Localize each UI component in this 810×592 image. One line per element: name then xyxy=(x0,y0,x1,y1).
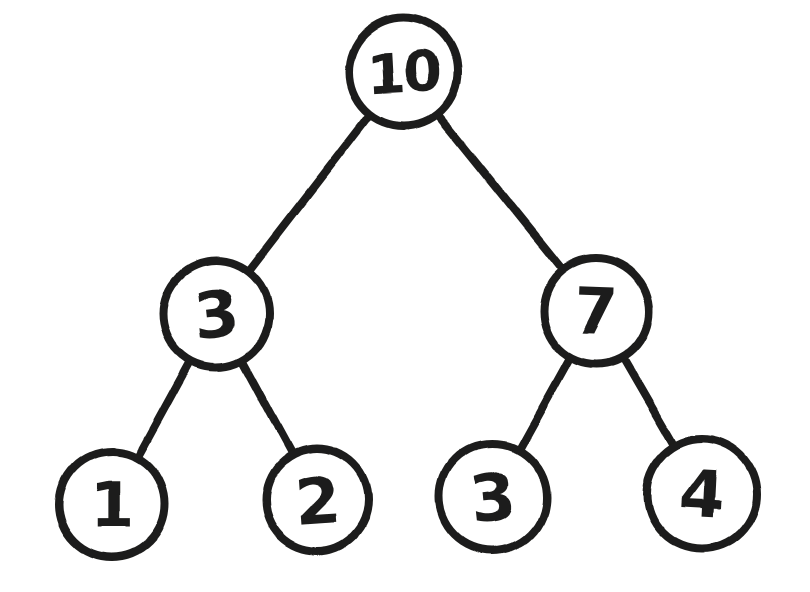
node-circle xyxy=(643,435,761,553)
node-value: 7 xyxy=(572,275,619,351)
node-circle xyxy=(539,254,653,368)
tree-node-left: 3 xyxy=(159,257,273,371)
node-circle xyxy=(345,14,461,130)
node-value: 2 xyxy=(292,464,342,541)
node-circle xyxy=(262,445,372,555)
node-value: 3 xyxy=(467,460,519,538)
tree-node-leaf-2: 2 xyxy=(262,445,372,555)
node-value: 3 xyxy=(190,277,242,355)
node-value: 1 xyxy=(90,469,135,543)
tree-node-leaf-1: 1 xyxy=(55,447,169,561)
tree-node-leaf-4: 4 xyxy=(643,435,761,553)
tree-node-root: 10 xyxy=(345,14,461,130)
node-value: 10 xyxy=(365,39,441,108)
node-value: 4 xyxy=(678,458,726,534)
node-circle xyxy=(436,440,550,554)
node-circle xyxy=(55,447,169,561)
node-circle xyxy=(159,257,273,371)
tree-node-right: 7 xyxy=(539,254,653,368)
tree-node-leaf-3: 3 xyxy=(436,440,550,554)
